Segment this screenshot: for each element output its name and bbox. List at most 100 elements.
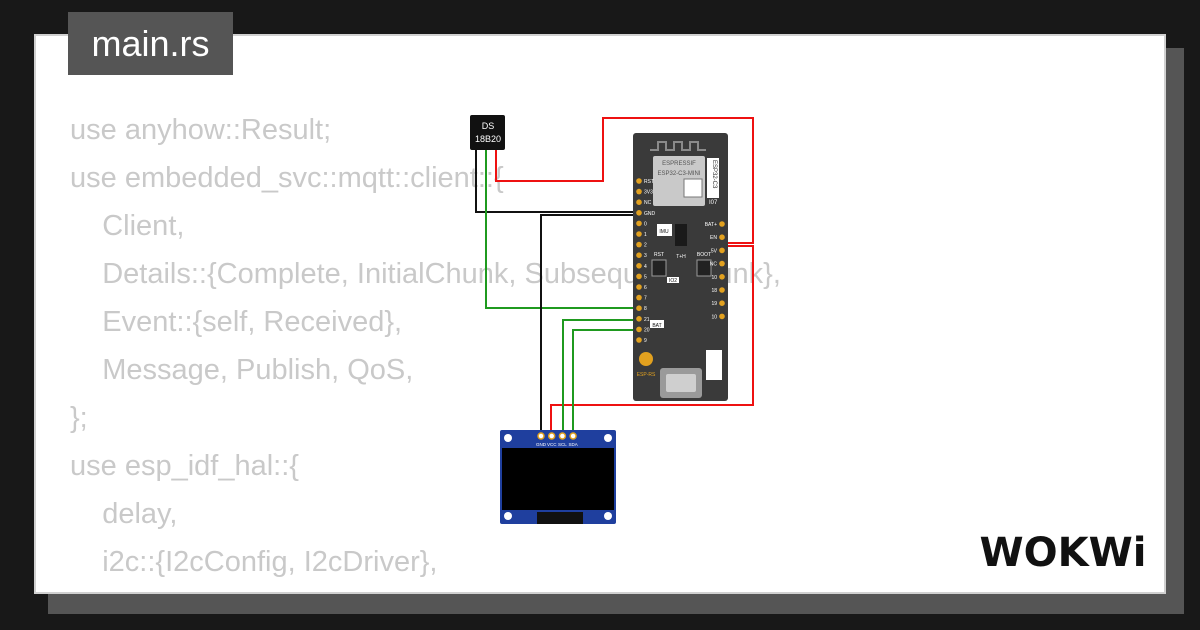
io2-label: IO2 bbox=[669, 278, 677, 284]
boot-label: BOOT bbox=[697, 252, 711, 258]
left-pin[interactable] bbox=[636, 188, 642, 195]
left-pin[interactable] bbox=[636, 294, 642, 301]
left-pin[interactable] bbox=[636, 326, 642, 333]
oled-pin-label: VCC bbox=[547, 442, 557, 447]
esp-rs-logo-icon bbox=[639, 352, 653, 366]
left-pin-label: 1 bbox=[644, 232, 647, 238]
sensor-label-line2: 18B20 bbox=[475, 134, 501, 144]
left-pin-label: 3 bbox=[644, 253, 647, 259]
esp-rs-label: ESP-RS bbox=[637, 372, 656, 378]
id-label: I07 bbox=[709, 200, 718, 206]
th-label: T+H bbox=[676, 254, 686, 260]
wire-oled-vcc bbox=[550, 245, 754, 432]
mount-hole-tl bbox=[504, 434, 512, 442]
reset-button[interactable] bbox=[651, 259, 667, 277]
code-line: Event::{self, Received}, bbox=[70, 306, 403, 338]
left-pin[interactable] bbox=[636, 337, 642, 343]
left-pin-label: 2 bbox=[644, 243, 647, 249]
left-pin-label: RST bbox=[644, 179, 654, 185]
code-line: use embedded_svc::mqtt::client::{ bbox=[70, 162, 504, 194]
antenna-trace bbox=[650, 141, 706, 151]
io2-led bbox=[667, 277, 679, 283]
oled-screen bbox=[502, 448, 614, 510]
right-pin[interactable] bbox=[719, 247, 725, 254]
left-pin[interactable] bbox=[636, 263, 642, 269]
oled-pin[interactable] bbox=[558, 432, 567, 440]
right-pin-label: 10 bbox=[711, 314, 717, 320]
th-chip bbox=[675, 224, 687, 246]
sensor-label-line1: DS bbox=[482, 121, 495, 131]
oled-pin[interactable] bbox=[547, 432, 556, 440]
left-pin-label: 6 bbox=[644, 285, 647, 291]
left-pin[interactable] bbox=[636, 178, 642, 184]
battery-connector bbox=[706, 350, 722, 380]
imu-label: IMU bbox=[659, 229, 669, 235]
left-pin-label: 7 bbox=[644, 296, 647, 302]
code-line: Message, Publish, QoS, bbox=[70, 354, 414, 386]
qr-code bbox=[683, 178, 703, 198]
right-pin-label: 5V bbox=[711, 248, 718, 254]
mount-hole-br bbox=[604, 512, 612, 520]
left-pin-label: 20 bbox=[644, 327, 650, 333]
right-pin[interactable] bbox=[719, 221, 725, 227]
side-label: ESP32-C3 bbox=[711, 160, 717, 189]
reset-label: RST bbox=[654, 252, 664, 258]
oled-pin[interactable] bbox=[569, 432, 577, 440]
right-pin[interactable] bbox=[719, 260, 725, 267]
code-line: i2c::{I2cConfig, I2cDriver}, bbox=[70, 546, 438, 578]
left-pin[interactable] bbox=[636, 231, 642, 237]
right-pin[interactable] bbox=[719, 287, 725, 293]
bat-label: BAT bbox=[652, 323, 661, 329]
code-block: use anyhow::Result;use embedded_svc::mqt… bbox=[70, 106, 781, 592]
left-pin[interactable] bbox=[636, 273, 642, 280]
code-line: delay, bbox=[70, 498, 178, 530]
code-line: }; bbox=[70, 402, 88, 434]
oled-pin-label: SDA bbox=[568, 442, 577, 447]
oled-pin-label: SCL bbox=[558, 442, 567, 447]
right-pin[interactable] bbox=[719, 234, 725, 240]
mount-hole-bl bbox=[504, 512, 512, 520]
right-pin-label: 19 bbox=[711, 301, 717, 307]
left-pin[interactable] bbox=[636, 316, 642, 322]
left-pin-label: 21 bbox=[644, 317, 650, 323]
wires bbox=[475, 117, 754, 432]
left-pin[interactable] bbox=[636, 220, 642, 227]
left-pin[interactable] bbox=[636, 199, 642, 205]
code-card: use anyhow::Result;use embedded_svc::mqt… bbox=[34, 34, 1166, 594]
wokwi-logo-text: WOKWi bbox=[980, 530, 1147, 576]
right-pin[interactable] bbox=[719, 313, 725, 320]
right-pin[interactable] bbox=[719, 300, 725, 307]
left-pin-label: 5 bbox=[644, 274, 647, 280]
left-pin[interactable] bbox=[636, 252, 642, 258]
ds18b20-sensor[interactable]: DS 18B20 bbox=[470, 115, 505, 150]
left-pin[interactable] bbox=[636, 284, 642, 290]
right-pin[interactable] bbox=[719, 274, 725, 280]
file-tab[interactable]: main.rs bbox=[68, 12, 233, 75]
left-pin-label: 4 bbox=[644, 264, 647, 270]
wire-oled-sda bbox=[572, 329, 640, 432]
right-pin-label: NC bbox=[710, 262, 718, 268]
left-pin-label: GND bbox=[644, 211, 656, 217]
left-pin-label: 9 bbox=[644, 338, 647, 344]
oled-pin-label: GND bbox=[536, 442, 547, 447]
boot-button[interactable] bbox=[696, 259, 712, 277]
right-pin-label: 18 bbox=[711, 288, 717, 294]
right-pin-label: BAT+ bbox=[705, 222, 717, 228]
wire-oled-gnd bbox=[540, 214, 640, 432]
wokwi-logo: WOKWi bbox=[980, 530, 1147, 576]
left-pin[interactable] bbox=[636, 305, 642, 312]
imu-chip bbox=[657, 224, 672, 236]
module-label: ESP32-C3-MINI bbox=[657, 171, 700, 177]
right-pin-label: 10 bbox=[711, 275, 717, 281]
left-pin[interactable] bbox=[636, 241, 642, 248]
esp32-c3-board[interactable]: ESPRESSIF ESP32-C3-MINI ESP32-C3 I07 IMU… bbox=[633, 133, 728, 401]
code-line: use esp_idf_hal::{ bbox=[70, 450, 299, 482]
oled-pin[interactable] bbox=[537, 432, 545, 440]
wire-sensor-gnd bbox=[475, 150, 640, 213]
oled-ribbon bbox=[537, 512, 583, 524]
left-pin[interactable] bbox=[636, 210, 642, 216]
